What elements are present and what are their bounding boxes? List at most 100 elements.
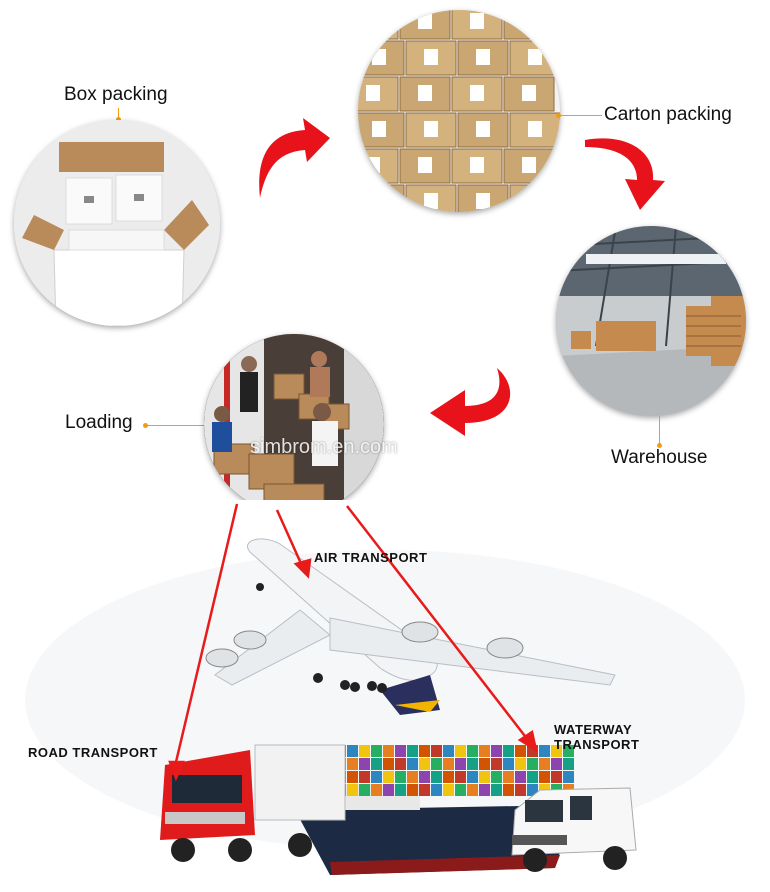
watermark-text: simbrom.en.com — [250, 436, 398, 458]
ship-container — [479, 745, 490, 757]
waterway-label-line1: WATERWAY — [554, 722, 633, 737]
box-leader-line — [118, 108, 119, 120]
ship-container — [443, 745, 454, 757]
ship-container — [551, 745, 562, 757]
arrow-carton-to-warehouse — [585, 135, 675, 215]
carton-label-sticker — [522, 13, 536, 29]
carton-label-sticker — [476, 121, 490, 137]
ship-container — [359, 771, 370, 783]
ship-container — [395, 758, 406, 770]
carton-label-sticker — [366, 85, 380, 101]
waterway-transport-label: WATERWAY TRANSPORT — [554, 722, 639, 752]
ship-container — [515, 784, 526, 796]
carton-box — [358, 184, 405, 212]
ship-container — [467, 758, 478, 770]
van-illustration — [511, 787, 637, 872]
ship-container — [515, 758, 526, 770]
warehouse-leader-line — [659, 416, 660, 446]
carton-label-sticker — [470, 85, 484, 101]
warehouse-photo — [556, 226, 746, 416]
carton-label-sticker — [424, 193, 438, 209]
ship-container — [371, 745, 382, 757]
ship-container — [407, 745, 418, 757]
ship-container — [527, 771, 538, 783]
arrow-carton-to-box — [245, 110, 335, 200]
arrow-warehouse-to-loading — [425, 368, 525, 448]
ship-container — [443, 758, 454, 770]
carton-box — [358, 10, 399, 40]
ship-container — [347, 758, 358, 770]
ship-container — [563, 771, 574, 783]
ship-container — [491, 784, 502, 796]
ship-container — [491, 758, 502, 770]
carton-label-sticker — [470, 157, 484, 173]
ship-container — [479, 758, 490, 770]
warehouse-leader-dot — [657, 443, 662, 448]
box-packing-label: Box packing — [64, 84, 168, 105]
ship-container — [431, 784, 442, 796]
loading-leader-line — [147, 425, 207, 426]
ship-container — [503, 758, 514, 770]
carton-label-sticker — [528, 193, 542, 209]
carton-label-sticker — [522, 157, 536, 173]
ship-container — [359, 758, 370, 770]
ship-container — [347, 745, 358, 757]
carton-label-sticker — [470, 13, 484, 29]
carton-label-sticker — [476, 49, 490, 65]
ship-container — [563, 745, 574, 757]
carton-label-sticker — [372, 49, 386, 65]
ship-container — [359, 745, 370, 757]
ship-container — [395, 771, 406, 783]
ship-container — [383, 784, 394, 796]
warehouse-label: Warehouse — [611, 447, 708, 468]
ship-container — [407, 758, 418, 770]
ship-container — [419, 745, 430, 757]
ship-container — [515, 745, 526, 757]
carton-label-sticker — [372, 121, 386, 137]
carton-leader-line — [560, 115, 602, 116]
ship-container — [479, 771, 490, 783]
ship-container — [443, 771, 454, 783]
transport-scene — [0, 500, 770, 892]
carton-label-sticker — [476, 193, 490, 209]
waterway-label-line2: TRANSPORT — [554, 737, 640, 752]
box-packing-photo — [14, 120, 220, 326]
ship-container — [419, 771, 430, 783]
ship-container — [527, 784, 538, 796]
ship-container — [491, 745, 502, 757]
ship-container — [515, 771, 526, 783]
box-leader-dot — [116, 117, 121, 122]
carton-packing-photo — [358, 10, 560, 212]
carton-label-sticker — [418, 85, 432, 101]
ship-container — [539, 745, 550, 757]
ship-container — [503, 771, 514, 783]
carton-box — [503, 10, 555, 40]
carton-box — [509, 184, 560, 212]
ship-container — [503, 784, 514, 796]
ship-container — [383, 758, 394, 770]
airplane-illustration — [205, 538, 616, 715]
ship-container — [467, 784, 478, 796]
carton-label-sticker — [424, 121, 438, 137]
ship-container — [551, 771, 562, 783]
ship-container — [383, 771, 394, 783]
ship-container — [455, 745, 466, 757]
ship-container — [563, 758, 574, 770]
ship-container — [395, 784, 406, 796]
ship-illustration — [295, 745, 575, 875]
ship-container — [431, 745, 442, 757]
ship-container — [431, 771, 442, 783]
ship-container — [419, 758, 430, 770]
carton-label-sticker — [372, 193, 386, 209]
ship-container — [467, 771, 478, 783]
ship-container — [419, 784, 430, 796]
ship-container — [431, 758, 442, 770]
carton-label-sticker — [366, 13, 380, 29]
loading-leader-dot — [143, 423, 148, 428]
ship-container — [527, 758, 538, 770]
ship-container — [503, 745, 514, 757]
ship-container — [479, 784, 490, 796]
ship-container — [383, 745, 394, 757]
ship-container — [371, 771, 382, 783]
carton-label-sticker — [418, 157, 432, 173]
